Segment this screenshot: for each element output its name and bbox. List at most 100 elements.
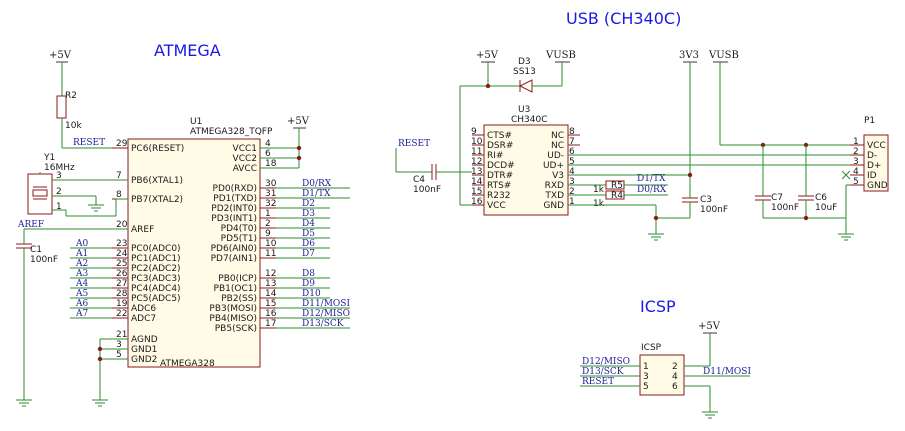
u3-value: CH340C bbox=[511, 115, 548, 125]
u1-pin-name: PD4(T0) bbox=[221, 224, 257, 234]
u3-pin-number: 16 bbox=[471, 197, 483, 207]
u1-pin-number: 7 bbox=[116, 171, 122, 181]
u1-pin-name: PC0(ADC0) bbox=[131, 244, 181, 254]
u1-pin-number: 29 bbox=[116, 139, 128, 149]
svg-text:3: 3 bbox=[56, 171, 62, 181]
svg-text:C6: C6 bbox=[815, 193, 827, 203]
p1-pin-number: 2 bbox=[853, 147, 859, 157]
u3-pin-name: VCC bbox=[487, 201, 506, 211]
icsp-body bbox=[639, 354, 685, 396]
power-3v3: 3V3 bbox=[679, 50, 699, 63]
u3-pin-name: DSR# bbox=[487, 141, 513, 151]
u1-pin-number: 13 bbox=[265, 279, 276, 289]
u1-pin-name: PB1(OC1) bbox=[214, 284, 257, 294]
u3-body bbox=[483, 124, 569, 216]
r2-ref: R2 bbox=[65, 91, 77, 101]
u1-net-label: D6 bbox=[302, 239, 315, 249]
atmega-title: ATMEGA bbox=[154, 41, 221, 60]
u1-name: ATMEGA328 bbox=[160, 359, 215, 369]
junction-dot bbox=[485, 83, 491, 89]
u3-pin-number: 14 bbox=[471, 177, 483, 187]
junction-dot bbox=[97, 356, 103, 362]
u1-pin-number: 28 bbox=[116, 289, 128, 299]
u1-pin-name: PB5(SCK) bbox=[215, 324, 257, 334]
u1-pin-number: 14 bbox=[265, 289, 277, 299]
p1-pin-name: D- bbox=[867, 151, 877, 161]
p1-pin-name: ID bbox=[867, 171, 877, 181]
u1-pin-number: 11 bbox=[265, 249, 276, 259]
icsp-title: ICSP bbox=[640, 297, 676, 316]
icsp-net-label: D11/MOSI bbox=[703, 367, 751, 377]
u1-pin-number: 18 bbox=[265, 159, 277, 169]
svg-text:D3: D3 bbox=[518, 57, 531, 67]
u1-pin-number: 3 bbox=[116, 340, 122, 350]
net-aref-label: AREF bbox=[17, 220, 44, 230]
u1-pin-name: PC5(ADC5) bbox=[131, 294, 181, 304]
junction-dot bbox=[803, 215, 809, 221]
p1-pin-name: GND bbox=[867, 181, 888, 191]
u1-net-label: D9 bbox=[302, 279, 315, 289]
u1-pin-name: PC6(RESET) bbox=[131, 144, 184, 154]
u3-pin-number: 12 bbox=[471, 157, 482, 167]
adc-net-label: A1 bbox=[75, 249, 88, 259]
u1-pin-number: 25 bbox=[116, 259, 127, 269]
u1-pin-number: 30 bbox=[265, 179, 277, 189]
junction-dot bbox=[296, 145, 302, 151]
junction-dot bbox=[653, 215, 659, 221]
u1-pin-name: PC3(ADC3) bbox=[131, 274, 181, 284]
u1-pin-number: 19 bbox=[116, 299, 128, 309]
u1-pin-name: PC1(ADC1) bbox=[131, 254, 181, 264]
p1-ref: P1 bbox=[864, 116, 875, 126]
adc-net-label: A6 bbox=[75, 299, 88, 309]
p1-pin-number: 3 bbox=[853, 157, 859, 167]
power-vusb-a: VUSB bbox=[545, 50, 576, 63]
svg-text:10uF: 10uF bbox=[815, 203, 837, 213]
svg-text:+5V: +5V bbox=[49, 50, 72, 61]
usb-title: USB (CH340C) bbox=[566, 9, 681, 28]
u1-net-label: D3 bbox=[302, 209, 315, 219]
icsp-pin-number: 6 bbox=[672, 382, 678, 392]
capacitor-c4: C4 100nF bbox=[413, 164, 441, 195]
u1-pin-name: VCC1 bbox=[233, 144, 257, 154]
junction-dot bbox=[97, 346, 103, 352]
u3-ref: U3 bbox=[518, 105, 530, 115]
u3-pin-number: 15 bbox=[471, 187, 482, 197]
u1-pin-number: 20 bbox=[116, 220, 128, 230]
u1-pin-number: 1 bbox=[265, 209, 271, 219]
u1-pin-number: 16 bbox=[265, 309, 277, 319]
net-reset-label: RESET bbox=[73, 138, 105, 148]
p1-pin-number: 5 bbox=[853, 177, 859, 187]
icsp-ref: ICSP bbox=[641, 343, 662, 353]
u1-pin-number: 8 bbox=[116, 190, 122, 200]
u1-net-label: D13/SCK bbox=[302, 319, 344, 329]
svg-text:2: 2 bbox=[56, 187, 62, 197]
u3-pin-name: RI# bbox=[487, 151, 503, 161]
u1-pin-name: PC4(ADC4) bbox=[131, 284, 181, 294]
ground-symbol-c1 bbox=[16, 399, 32, 407]
u3-pin-name: UD+ bbox=[543, 161, 564, 171]
u3-pin-number: 8 bbox=[569, 127, 575, 137]
u1-net-label: D0/RX bbox=[302, 179, 332, 189]
icsp-pin-number: 4 bbox=[672, 372, 678, 382]
u1-net-label: D12/MISO bbox=[302, 309, 350, 319]
svg-text:C7: C7 bbox=[771, 193, 783, 203]
ground-symbol-u1 bbox=[92, 399, 108, 407]
svg-text:1k: 1k bbox=[593, 199, 605, 209]
ground-symbol-y1 bbox=[88, 204, 104, 212]
svg-text:VUSB: VUSB bbox=[545, 50, 576, 61]
svg-text:R5: R5 bbox=[611, 181, 623, 191]
svg-text:+5V: +5V bbox=[698, 321, 721, 332]
adc-net-label: A7 bbox=[75, 309, 88, 319]
u1-pin-number: 6 bbox=[265, 149, 271, 159]
u1-pin-name: PD2(INT0) bbox=[211, 204, 257, 214]
u1-pin-name: VCC2 bbox=[233, 154, 257, 164]
p1-pin-number: 4 bbox=[853, 167, 859, 177]
u1-pin-number: 12 bbox=[265, 269, 276, 279]
svg-text:100nF: 100nF bbox=[413, 185, 441, 195]
